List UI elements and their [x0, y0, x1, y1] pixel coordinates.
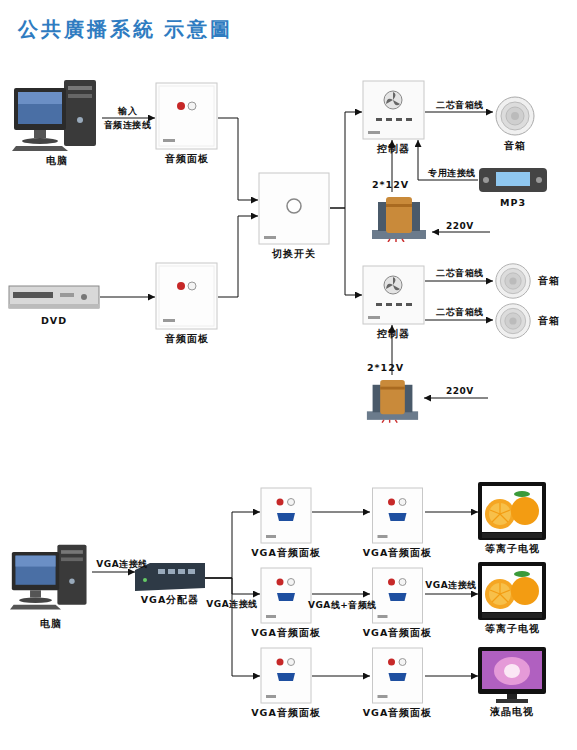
- device-node: 电脑: [12, 80, 102, 152]
- device-node: 等离子电视: [478, 482, 546, 540]
- signal-connector: [218, 216, 258, 297]
- computer-icon: [10, 545, 87, 610]
- signal-connector: [102, 118, 155, 119]
- signal-connector: [330, 208, 362, 295]
- device-label: 音箱: [538, 275, 560, 288]
- signal-connector: [205, 578, 260, 594]
- vga-panel-icon: [261, 488, 423, 703]
- signal-connector: [205, 512, 260, 578]
- device-label: 音频面板: [165, 153, 209, 166]
- device-label: 音频面板: [165, 333, 209, 346]
- device-node: 音箱: [493, 302, 533, 340]
- device-node: 音箱: [493, 262, 533, 300]
- connector-label: 二芯音箱线: [430, 98, 490, 112]
- signal-connector: [312, 594, 370, 595]
- device-label: 等离子电视: [485, 543, 540, 556]
- switch-icon: [259, 173, 329, 244]
- device-label: 2*12V: [372, 179, 409, 190]
- device-label: VGA音频面板: [363, 547, 433, 560]
- device-node: VGA音频面板: [370, 487, 425, 544]
- device-node: 控制器: [362, 80, 425, 140]
- connector-label: VGA连接线: [203, 597, 261, 611]
- device-node: 切换开关: [258, 172, 330, 245]
- signal-connector: [100, 297, 155, 298]
- device-label: 电脑: [40, 618, 62, 631]
- voltage-label: 220V: [446, 219, 474, 233]
- diagram-title: 公共廣播系統 示意圖: [18, 16, 233, 43]
- device-node: 等离子电视: [478, 562, 546, 620]
- device-label: 控制器: [377, 328, 410, 341]
- signal-connector: [425, 112, 493, 113]
- connector-label: VGA连接线: [422, 578, 480, 592]
- signal-connector: [425, 594, 478, 595]
- device-label: 液晶电视: [490, 706, 534, 719]
- device-node: VGA音频面板: [260, 567, 312, 624]
- device-node: VGA音频面板: [370, 567, 425, 624]
- signal-connector: [425, 320, 493, 321]
- device-label: 等离子电视: [485, 623, 540, 636]
- device-label: VGA音频面板: [363, 707, 433, 720]
- connector-label: VGA连接线: [92, 557, 152, 571]
- device-label: 音箱: [538, 315, 560, 328]
- device-label: VGA音频面板: [363, 627, 433, 640]
- signal-connector: [218, 118, 258, 200]
- device-node: 音频面板: [155, 82, 218, 150]
- connector-label: 二芯音箱线: [430, 266, 490, 280]
- connector-label: 二芯音箱线: [430, 305, 490, 319]
- mp3-icon: [479, 168, 547, 192]
- device-label: 2*12V: [367, 362, 404, 373]
- signal-connector: [330, 112, 362, 208]
- tv-icon: [478, 482, 546, 703]
- signal-connector: [312, 676, 370, 677]
- device-label: VGA音频面板: [251, 547, 321, 560]
- device-label: VGA分配器: [141, 594, 200, 607]
- device-node: 2*12V: [370, 192, 428, 242]
- signal-connector: [425, 512, 478, 513]
- connector-label: 输入 音频连接线: [100, 104, 155, 132]
- device-label: 切换开关: [272, 248, 316, 261]
- device-label: VGA音频面板: [251, 707, 321, 720]
- connector-label: 专用连接线: [423, 166, 481, 180]
- device-node: 控制器: [362, 265, 425, 325]
- device-node: MP3: [478, 166, 548, 194]
- transformer-icon: [367, 197, 426, 423]
- audio-panel-icon: [156, 83, 217, 329]
- device-node: 音频面板: [155, 262, 218, 330]
- device-label: MP3: [500, 197, 526, 208]
- signal-connector: [425, 281, 493, 282]
- device-node: 液晶电视: [478, 647, 546, 703]
- device-label: VGA音频面板: [251, 627, 321, 640]
- speaker-icon: [496, 97, 534, 338]
- device-node: VGA音频面板: [260, 487, 312, 544]
- voltage-label: 220V: [446, 384, 474, 398]
- dvd-icon: [9, 286, 99, 308]
- signal-connector: [92, 572, 135, 573]
- connector-label: VGA线+音频线: [308, 598, 372, 612]
- device-label: 电脑: [46, 155, 68, 168]
- device-label: 控制器: [377, 143, 410, 156]
- signal-connector: [312, 512, 370, 513]
- device-node: DVD: [8, 282, 100, 312]
- device-node: 音箱: [493, 95, 537, 137]
- power-arrow: [424, 232, 490, 398]
- device-node: 电脑: [10, 540, 92, 615]
- device-label: 音箱: [504, 140, 526, 153]
- device-node: VGA音频面板: [370, 647, 425, 704]
- signal-connector: [425, 676, 478, 677]
- device-node: 2*12V: [365, 375, 420, 423]
- device-label: DVD: [41, 315, 67, 326]
- device-node: VGA音频面板: [260, 647, 312, 704]
- computer-icon: [12, 80, 96, 151]
